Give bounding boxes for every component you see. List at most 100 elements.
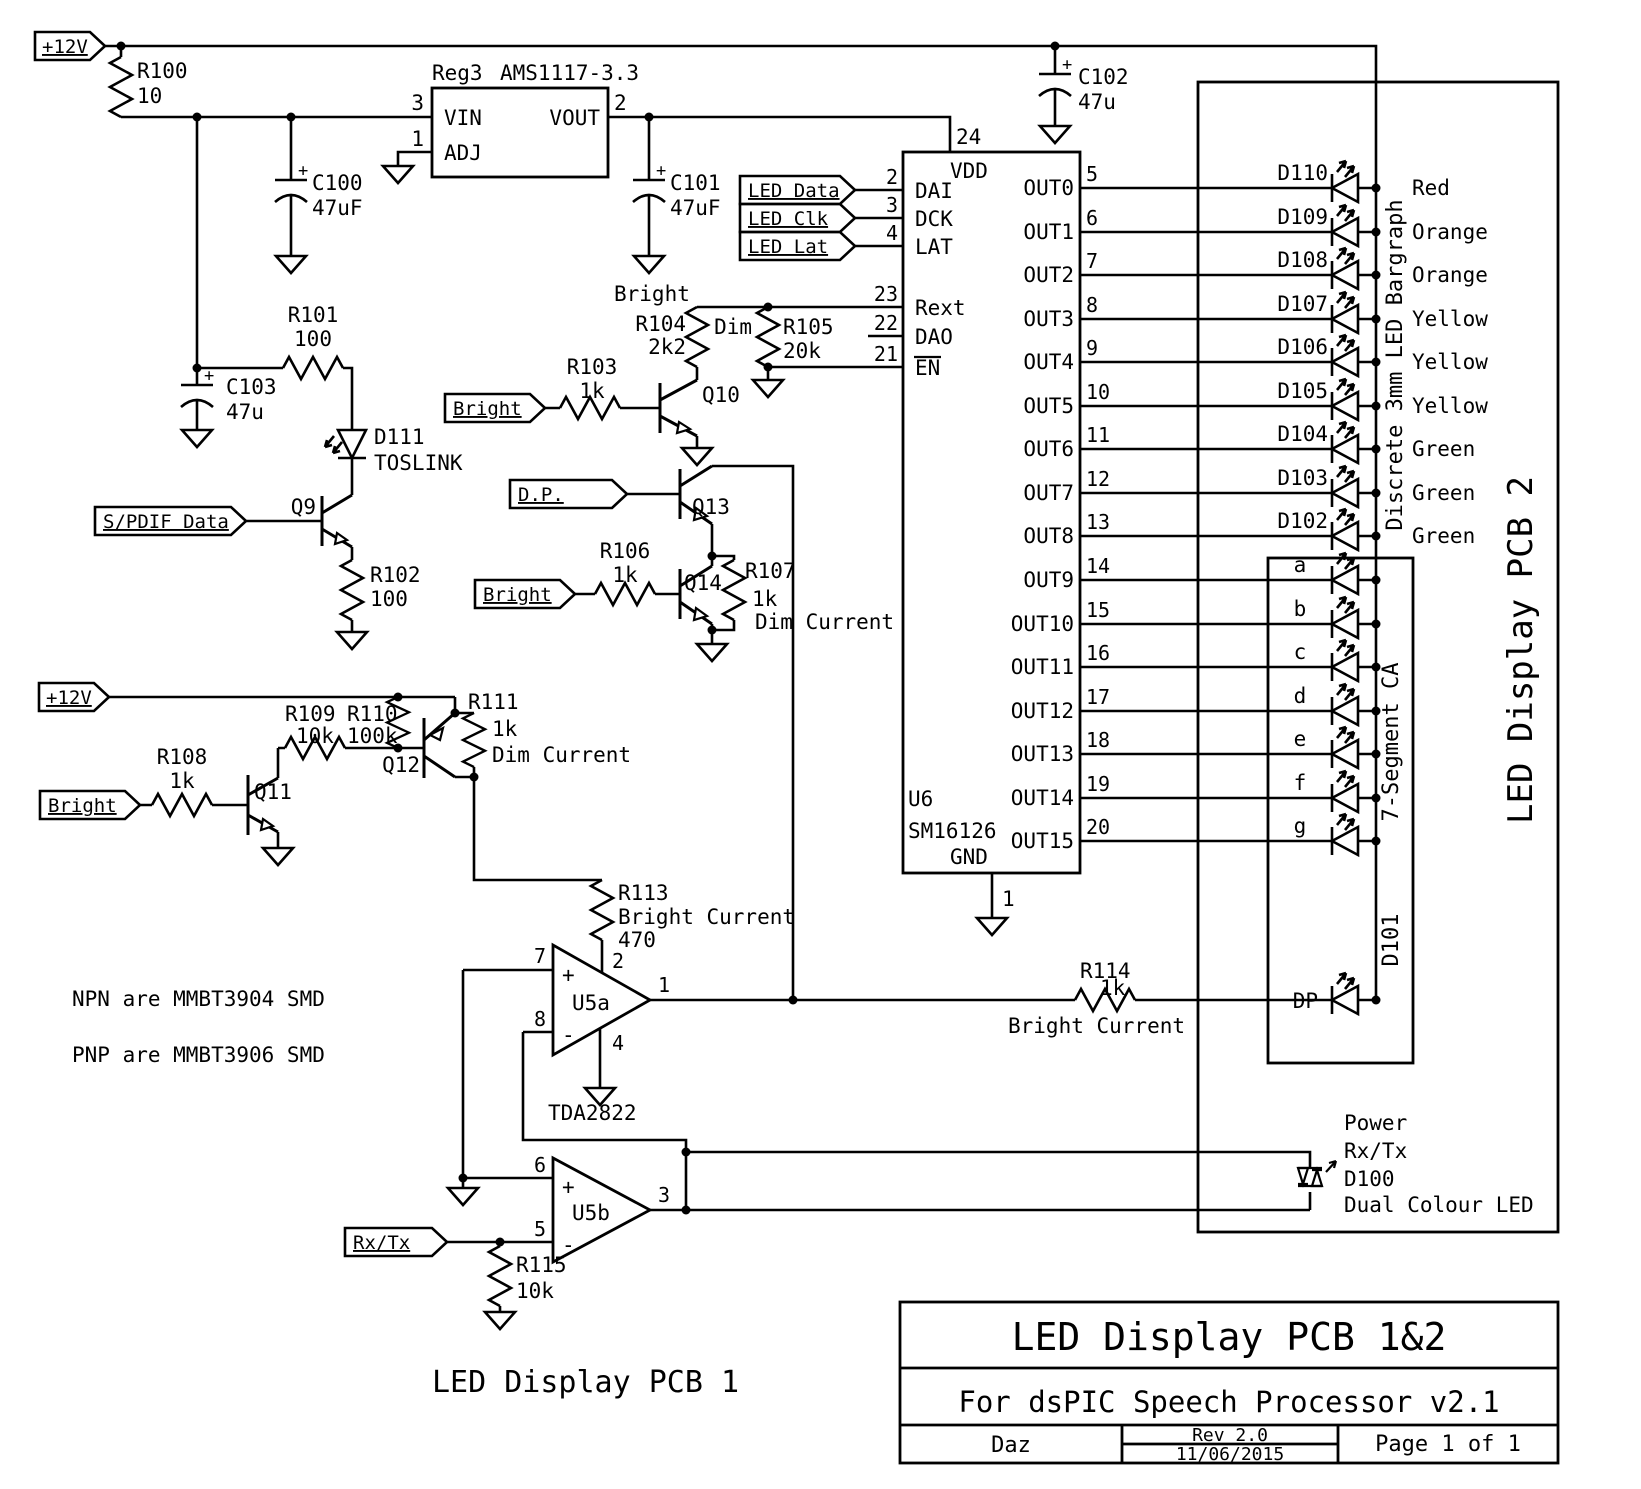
r114-value: 1k [1100,976,1126,1000]
r106-value: 1k [612,563,638,587]
out-name: OUT9 [1023,568,1074,592]
seven-segment-ref: D101 [1379,914,1404,967]
bright-current-label-1: Bright Current [618,905,795,929]
r110-ref: R110 [347,702,398,726]
reg3-adj: ADJ [444,141,482,165]
gnd-icon [751,378,785,399]
led-color: Green [1412,524,1475,548]
bright-net-label: Bright [614,282,690,306]
flag-bright-1-label: Bright [453,398,522,420]
dim-current-label-2: Dim Current [492,743,631,767]
out-name: OUT15 [1011,829,1074,853]
r115-ref: R115 [516,1253,567,1277]
gnd-icon [483,1310,517,1331]
u6-pin-name: DCK [915,207,953,231]
d100-desc: Dual Colour LED [1344,1193,1534,1217]
resistor-r101-icon [281,355,345,381]
transistor-q14 [678,564,713,626]
reg3-vout: VOUT [549,106,600,130]
d100-label-power: Power [1344,1111,1407,1135]
r108-value: 1k [169,769,195,793]
out-num: 10 [1086,380,1110,404]
out-num: 14 [1086,554,1110,578]
led-color: Green [1412,437,1475,461]
u6-part: SM16126 [908,819,997,843]
gnd-icon [381,164,415,185]
led-color: Yellow [1412,350,1488,374]
reg3-part: AMS1117-3.3 [500,61,639,85]
opamp-u5b: + - U5b 6 5 3 [534,1153,670,1265]
u5a-pin8: 8 [534,1007,546,1031]
r105-value: 20k [783,339,821,363]
power-flag-top: +12V [33,30,107,62]
flag-led-lat-label: LED Lat [748,236,828,258]
led-color: Yellow [1412,394,1488,418]
flag-rxtx-label: Rx/Tx [353,1232,410,1254]
u5a-pin2: 2 [612,949,624,973]
u6-pin-name: DAO [915,325,953,349]
q10-ref: Q10 [702,383,740,407]
c101-value: 47uF [670,196,721,220]
out-num: 11 [1086,423,1110,447]
title-block: LED Display PCB 1&2 For dsPIC Speech Pro… [898,1300,1560,1465]
flag-led-lat: LED Lat [738,230,857,262]
q9-ref: Q9 [291,495,316,519]
resistor-r100-icon [108,55,134,119]
led-ref: D105 [1277,379,1328,403]
led-color: Yellow [1412,307,1488,331]
power-flag-mid: +12V [37,681,111,713]
pcb1-caption: LED Display PCB 1 [432,1365,739,1400]
gnd-icon [274,254,308,275]
ic-u6: 24 VDD U6 SM16126 GND 1 2 DAI 3 DCK 4 LA… [874,125,1082,911]
q12-ref: Q12 [382,753,420,777]
diode-d100-icon [1296,1159,1338,1188]
flag-rxtx: Rx/Tx [343,1226,449,1258]
r114-ref: R114 [1080,959,1131,983]
led-ref: D104 [1277,422,1328,446]
r109-ref: R109 [285,702,336,726]
out-name: OUT6 [1023,437,1074,461]
transistor-q13 [678,464,713,526]
out-num: 15 [1086,598,1110,622]
resistor-r113-icon [589,878,615,942]
transistor-q12 [422,711,456,779]
r106-ref: R106 [600,539,651,563]
u6-pin-name: DAI [915,179,953,203]
led-icon [1330,290,1360,335]
seven-segment-leds [1330,551,1381,1016]
c102-plus: + [1062,55,1072,75]
pcb2-caption: LED Display PCB 2 [1501,476,1541,824]
bargraph-caption: Discrete 3mm LED Bargraph [1383,199,1408,530]
gnd-icon [695,642,729,663]
u6-pin-name: LAT [915,235,953,259]
u6-pin1: 1 [1002,887,1015,911]
c103-value: 47u [226,400,264,424]
reg3-pin3: 3 [411,91,424,115]
u5b-plus: + [562,1175,575,1199]
led-color: Orange [1412,220,1488,244]
transistor-q10 [658,378,698,438]
segment-letter: b [1294,597,1307,621]
gnd-icon [180,428,214,449]
c100-value: 47uF [312,196,363,220]
out-name: OUT11 [1011,655,1074,679]
out-name: OUT10 [1011,612,1074,636]
opamp-part: TDA2822 [548,1101,637,1125]
segment-letter: e [1294,727,1307,751]
resistor-r105-icon [755,305,781,369]
u5a-ref: U5a [572,991,610,1015]
r101-value: 100 [294,327,332,351]
led-icon [1330,971,1360,1016]
led-icon [1330,246,1360,291]
d111-ref: D111 [374,425,425,449]
q14-ref: Q14 [684,571,722,595]
resistor-r107-icon [721,558,747,622]
note-pnp: PNP are MMBT3906 SMD [72,1043,325,1067]
gnd-icon [632,254,666,275]
u6-pin-num: 3 [886,193,898,217]
led-ref: D103 [1277,466,1328,490]
r111-value: 1k [492,717,518,741]
d111-desc: TOSLINK [374,451,463,475]
gnd-icon [975,916,1009,937]
